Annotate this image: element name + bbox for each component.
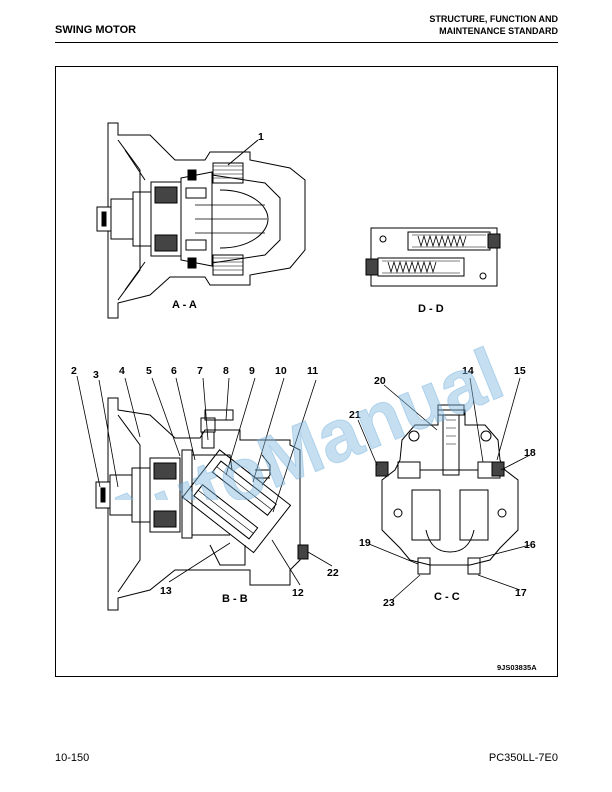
view-cc-drawing bbox=[375, 404, 519, 575]
section-title: SWING MOTOR bbox=[55, 24, 137, 36]
callout-7: 7 bbox=[197, 365, 203, 377]
callout-1: 1 bbox=[258, 131, 264, 143]
header-rule bbox=[55, 42, 558, 43]
figure-frame bbox=[55, 66, 558, 677]
callout-5: 5 bbox=[146, 365, 152, 377]
callout-8: 8 bbox=[223, 365, 229, 377]
callout-19: 19 bbox=[359, 537, 371, 549]
callout-21: 21 bbox=[349, 409, 361, 421]
callout-11: 11 bbox=[307, 365, 318, 377]
callout-15: 15 bbox=[514, 365, 526, 377]
callout-17: 17 bbox=[515, 587, 527, 599]
callout-13: 13 bbox=[160, 585, 172, 597]
chapter-title-line-1: STRUCTURE, FUNCTION AND bbox=[429, 14, 558, 24]
callout-9: 9 bbox=[249, 365, 255, 377]
caption-cc: C - C bbox=[434, 591, 460, 603]
model-code: PC350LL-7E0 bbox=[488, 752, 558, 764]
callout-18: 18 bbox=[524, 447, 536, 459]
view-bb-drawing bbox=[95, 397, 309, 611]
callout-16: 16 bbox=[524, 539, 536, 551]
caption-bb: B - B bbox=[222, 593, 248, 605]
caption-aa: A - A bbox=[172, 299, 197, 311]
callout-12: 12 bbox=[292, 587, 304, 599]
leader-lines bbox=[76, 375, 531, 601]
drawing-code: 9JS03835A bbox=[497, 663, 537, 672]
callout-10: 10 bbox=[275, 365, 287, 377]
view-dd-drawing bbox=[365, 227, 501, 287]
callout-20: 20 bbox=[374, 375, 386, 387]
callout-3: 3 bbox=[93, 369, 99, 381]
page-number: 10-150 bbox=[55, 752, 90, 764]
callout-23: 23 bbox=[383, 597, 395, 609]
callout-14: 14 bbox=[462, 365, 474, 377]
chapter-title-line-2: MAINTENANCE STANDARD bbox=[439, 26, 558, 36]
callout-4: 4 bbox=[119, 365, 125, 377]
callout-22: 22 bbox=[327, 567, 339, 579]
callout-6: 6 bbox=[171, 365, 177, 377]
chapter-title: STRUCTURE, FUNCTION AND MAINTENANCE STAN… bbox=[429, 13, 558, 37]
view-aa-drawing bbox=[96, 122, 306, 319]
caption-dd: D - D bbox=[418, 303, 444, 315]
callout-2: 2 bbox=[71, 365, 77, 377]
